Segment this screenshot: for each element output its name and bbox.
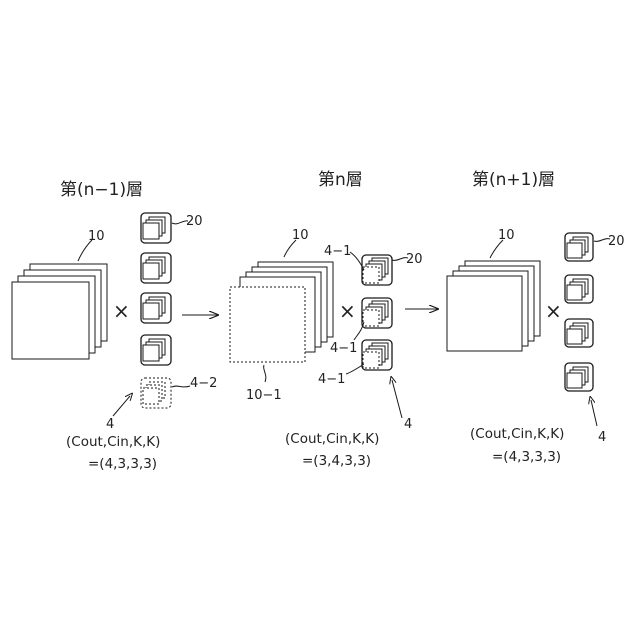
feature-label: 10 (498, 228, 515, 243)
shape-heading: (Cout,Cin,K,K) (470, 426, 564, 442)
pruned-channel-label: 4−1 (330, 341, 357, 356)
pointer-label: 4 (598, 430, 606, 445)
kernel-label: 20 (406, 252, 423, 267)
pointer-arrow (591, 400, 597, 426)
kernel (141, 293, 171, 323)
shape-heading: (Cout,Cin,K,K) (66, 434, 160, 450)
feature-map-stack (230, 262, 333, 362)
pruned-channel-leader-line (346, 364, 364, 374)
layer-title: 第(n+1)層 (472, 170, 555, 190)
kernel (362, 340, 392, 370)
feature-label: 10 (292, 228, 309, 243)
shape-value: =(4,3,3,3) (492, 449, 561, 465)
kernel (141, 253, 171, 283)
kernel (565, 363, 593, 391)
pointer-label: 4 (404, 417, 412, 432)
kernel (565, 275, 593, 303)
feature-sheet (447, 276, 522, 351)
kernel (141, 335, 171, 365)
feature-label: 10 (88, 229, 105, 244)
layer-title: 第n層 (318, 170, 363, 190)
shape-heading: (Cout,Cin,K,K) (285, 431, 379, 447)
kernel-column (141, 213, 171, 408)
pruned-channel-label: 4−1 (324, 244, 351, 259)
pruned-kernel (141, 378, 171, 408)
kernel (362, 255, 392, 285)
kernel-label: 20 (186, 214, 203, 229)
kernel-label: 20 (608, 234, 625, 249)
pruned-feature-label: 10−1 (246, 388, 282, 403)
kernel-column (362, 255, 392, 370)
multiply-symbol: × (113, 299, 130, 323)
kernel (565, 233, 593, 261)
pruned-kernel-label: 4−2 (190, 376, 217, 391)
layer-n: 第n層 10 10−1 × (230, 170, 423, 469)
shape-value: =(3,4,3,3) (302, 453, 371, 469)
feature-map-stack (12, 264, 107, 359)
kernel (565, 319, 593, 347)
kernel-column (565, 233, 593, 391)
layer-n-plus-1: 第(n+1)層 10 × (447, 170, 625, 465)
multiply-symbol: × (339, 299, 356, 323)
pruned-feature-sheet (230, 287, 305, 362)
feature-sheet (12, 282, 89, 359)
shape-value: =(4,3,3,3) (88, 456, 157, 472)
pruned-channel-label: 4−1 (318, 372, 345, 387)
layer-title: 第(n−1)層 (60, 180, 143, 200)
pointer-label: 4 (106, 417, 114, 432)
pruned-kernel-leader-line (172, 386, 190, 387)
pointer-arrow (113, 396, 130, 416)
pointer-arrow (392, 380, 402, 418)
feature-map-stack (447, 261, 540, 351)
kernel (362, 298, 392, 328)
multiply-symbol: × (545, 299, 562, 323)
layer-n-minus-1: 第(n−1)層 10 × (12, 180, 217, 472)
pruned-feature-leader-line (264, 365, 266, 382)
kernel (141, 213, 171, 243)
